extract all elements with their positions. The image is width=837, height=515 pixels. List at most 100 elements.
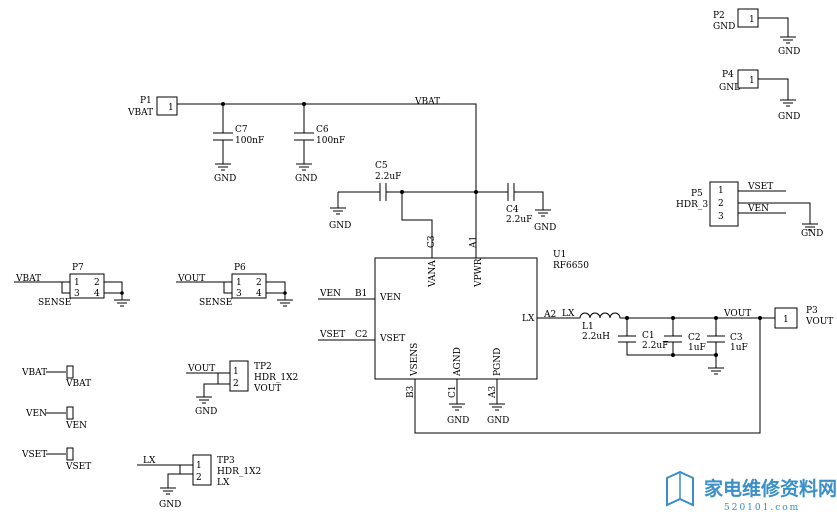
tp2-pin1: 1 [233, 367, 239, 377]
l1-ref: L1 [582, 322, 594, 332]
p3-pin: 1 [783, 315, 789, 325]
p6-pin4: 4 [256, 289, 262, 299]
tp-vbat-in: VBAT [21, 368, 47, 378]
connector-p2: P2 GND 1 GND [713, 8, 800, 57]
p2-pin: 1 [749, 15, 755, 25]
c3-value: 1uF [730, 343, 748, 353]
ic-u1: U1 RF6650 VANA VPWR C3 A1 VEN B1 VSET C2… [355, 235, 589, 399]
header-tp2: VOUT 1 2 TP2 HDR_1X2 VOUT GND [186, 360, 298, 417]
l1-value: 2.2uH [582, 332, 610, 342]
p1-ref: P1 [140, 96, 152, 106]
pin-lx-num: A2 [543, 310, 556, 320]
inductor-l1: L1 2.2uH [579, 312, 621, 342]
p4-net: GND [719, 83, 741, 93]
p2-gnd-label: GND [778, 47, 800, 57]
pin-lx-name: LX [522, 314, 535, 324]
pin-agnd-name: AGND [453, 347, 463, 377]
tp2-gnd-label: GND [195, 407, 217, 417]
tp3-net-out: LX [217, 478, 230, 488]
p5-net-vset: VSET [747, 182, 773, 192]
c5-ref: C5 [375, 161, 388, 171]
pin-vpwr-name: VPWR [474, 258, 484, 288]
c4-value: 2.2uF [506, 215, 532, 225]
u1-part: RF6650 [553, 261, 589, 271]
pin-vana-name: VANA [428, 260, 438, 288]
p5-ref: P5 [691, 189, 703, 199]
p6-pin3: 3 [236, 289, 242, 299]
p5-pin1: 1 [718, 186, 724, 196]
vbat-rail-label: VBAT [414, 97, 440, 107]
tp-ven-out: VEN [65, 421, 87, 431]
pin-vsens-name: VSENS [410, 343, 420, 377]
tp3-gnd-label: GND [159, 500, 181, 510]
pin-ven-name: VEN [379, 293, 401, 303]
p5-pin3: 3 [718, 212, 724, 222]
tp3-ref: TP3 [217, 456, 235, 466]
test-point-vbat: VBAT VBAT [21, 365, 91, 389]
tp3-pin1: 1 [196, 461, 202, 471]
p5-pin2: 2 [718, 199, 724, 209]
c7-value: 100nF [235, 136, 264, 146]
c2-value: 1uF [688, 343, 706, 353]
pin-vset-name: VSET [379, 334, 405, 344]
p7-pin3: 3 [74, 289, 80, 299]
c4-ref: C4 [506, 205, 519, 215]
p7-sense: SENSE [38, 298, 71, 308]
c6-ref: C6 [316, 125, 329, 135]
p6-net: VOUT [177, 274, 205, 284]
c7-gnd-label: GND [214, 174, 236, 184]
p3-net: VOUT [805, 317, 833, 327]
p4-pin: 1 [749, 76, 755, 86]
pin-vset-num: C2 [355, 330, 368, 340]
c5-gnd-label: GND [329, 221, 351, 231]
connector-p5: P5 HDR_3 1 2 3 VSET VEN GND [676, 181, 823, 239]
tp3-net-in: LX [143, 456, 156, 466]
p7-pin2: 2 [94, 278, 100, 288]
capacitor-c6: C6 100nF GND [294, 104, 345, 184]
c3-ref: C3 [730, 333, 743, 343]
p4-gnd-label: GND [778, 112, 800, 122]
p6-sense: SENSE [199, 298, 232, 308]
ven-input-label: VEN [319, 289, 341, 299]
p6-ref: P6 [234, 263, 246, 273]
p6-pin1: 1 [236, 278, 242, 288]
tp-vbat-out: VBAT [65, 379, 91, 389]
p2-ref: P2 [713, 11, 725, 21]
connector-p3: 1 P3 VOUT [774, 306, 833, 329]
pin-vsens-num: B3 [406, 385, 416, 398]
c1-ref: C1 [642, 331, 655, 341]
test-point-ven: VEN VEN [25, 406, 87, 431]
p7-pin4: 4 [94, 289, 100, 299]
capacitor-c2: C2 1uF [664, 318, 706, 355]
p1-pin: 1 [168, 103, 174, 113]
tp-ven-in: VEN [25, 409, 47, 419]
c1-value: 2.2uF [642, 341, 668, 351]
test-point-vset: VSET VSET [21, 447, 91, 472]
p1-net-label: VBAT [127, 108, 153, 118]
watermark-logo: 家电维修资料网 520101.com [666, 470, 837, 513]
tp2-type: HDR_1X2 [254, 373, 298, 383]
c7-ref: C7 [235, 125, 248, 135]
tp2-net-in: VOUT [187, 364, 215, 374]
tp3-type: HDR_1X2 [217, 467, 261, 477]
p5-gnd-label: GND [801, 229, 823, 239]
lx-net-label: LX [562, 309, 575, 319]
pin-ven-num: B1 [355, 289, 367, 299]
capacitor-c3: C3 1uF [707, 318, 748, 368]
p7-pin1: 1 [74, 278, 80, 288]
tp3-pin2: 2 [196, 473, 202, 483]
watermark-url: 520101.com [724, 503, 800, 513]
pgnd-gnd-label: GND [487, 416, 509, 426]
pin-vana-num: C3 [427, 235, 437, 248]
pin-pgnd-name: PGND [493, 348, 503, 376]
tp-vset-in: VSET [21, 450, 47, 460]
p7-net: VBAT [15, 274, 41, 284]
u1-ref: U1 [553, 250, 566, 260]
connector-p7: P7 VBAT 1 2 3 4 SENSE [14, 263, 131, 308]
watermark-text: 家电维修资料网 [704, 477, 837, 500]
capacitor-c7: C7 100nF GND [213, 104, 264, 184]
c4-gnd-label: GND [534, 223, 556, 233]
pin-agnd-num: C1 [448, 385, 458, 398]
vout-rail-label: VOUT [723, 309, 751, 319]
p3-ref: P3 [806, 306, 818, 316]
